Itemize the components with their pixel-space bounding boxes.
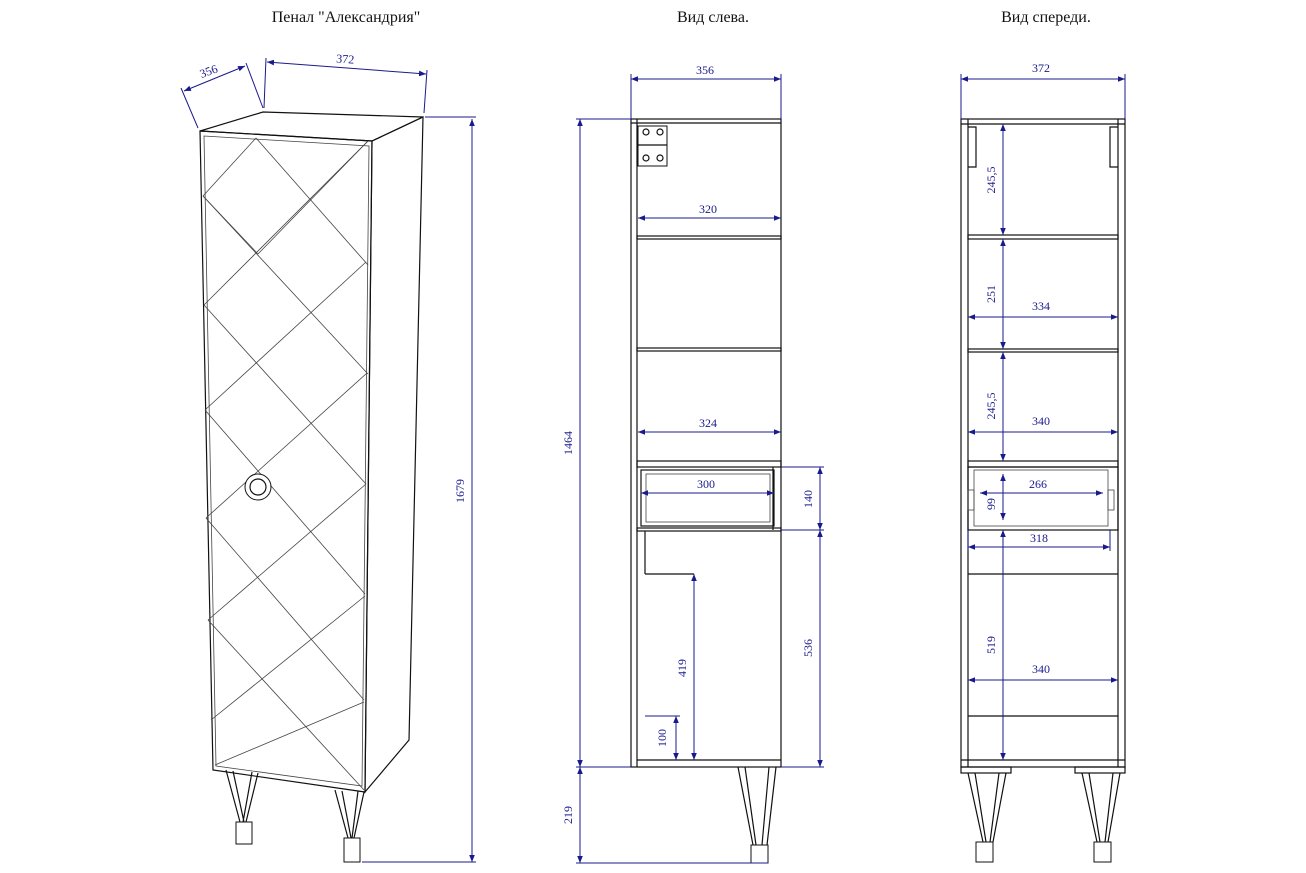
front-view-cabinet — [960, 118, 1126, 863]
front-drawer-inner-h-label: 99 — [984, 498, 998, 510]
front-bottom-shelf-w-label: 340 — [1032, 662, 1050, 676]
front-view-dimensions: 372 245,5 251 334 245,5 340 266 99 318 5… — [960, 61, 1126, 760]
left-view-cabinet — [630, 118, 782, 864]
persp-width-label: 372 — [336, 51, 355, 66]
front-shelf-width-2-label: 340 — [1032, 414, 1050, 428]
cabinet-door-face — [199, 130, 373, 793]
left-lower-section-label: 536 — [801, 639, 815, 657]
title-front-view: Вид спереди. — [1001, 9, 1091, 26]
title-left-view: Вид слева. — [677, 9, 749, 26]
left-top-shelf-label: 320 — [699, 202, 717, 216]
front-shelf-width-1-label: 334 — [1032, 299, 1050, 313]
left-body-height-label: 1464 — [561, 431, 575, 455]
front-top-gap-label: 245,5 — [984, 167, 998, 194]
perspective-cabinet — [199, 111, 424, 863]
left-mid-shelf-label: 324 — [699, 416, 717, 430]
persp-height-label: 1679 — [453, 479, 467, 503]
left-drawer-height-label: 140 — [801, 490, 815, 508]
left-legs-label: 219 — [561, 806, 575, 824]
front-drawer-outer-w-label: 318 — [1030, 531, 1048, 545]
cabinet-top-face — [199, 111, 424, 142]
front-hinge-left — [968, 126, 977, 168]
left-drawer — [640, 469, 775, 527]
front-hinge-right — [1109, 126, 1118, 168]
door-inner-outline — [203, 135, 370, 787]
perspective-dimensions: 356 372 1679 — [180, 51, 476, 863]
door-handle-inner — [249, 478, 267, 496]
left-plinth-label: 100 — [655, 729, 669, 747]
front-third-gap-label: 245,5 — [984, 393, 998, 420]
left-drawer-inner-label: 300 — [697, 477, 715, 491]
left-depth-label: 356 — [696, 63, 714, 77]
persp-depth-label: 356 — [198, 62, 220, 81]
left-inner-height-label: 419 — [675, 659, 689, 677]
front-lower-gap-label: 519 — [984, 636, 998, 654]
front-width-label: 372 — [1032, 61, 1050, 75]
front-view-body — [960, 118, 1126, 768]
front-second-gap-label: 251 — [984, 285, 998, 303]
diamond-pattern — [202, 137, 369, 791]
door-handle-ring — [244, 473, 272, 501]
perspective-legs — [225, 769, 365, 863]
cabinet-side-face — [364, 116, 424, 794]
left-view-body — [630, 118, 782, 768]
title-perspective: Пенал "Александрия" — [272, 9, 421, 26]
front-drawer-inner-w-label: 266 — [1029, 477, 1047, 491]
left-view-dimensions: 356 1464 219 320 324 300 140 536 419 100 — [561, 63, 824, 864]
